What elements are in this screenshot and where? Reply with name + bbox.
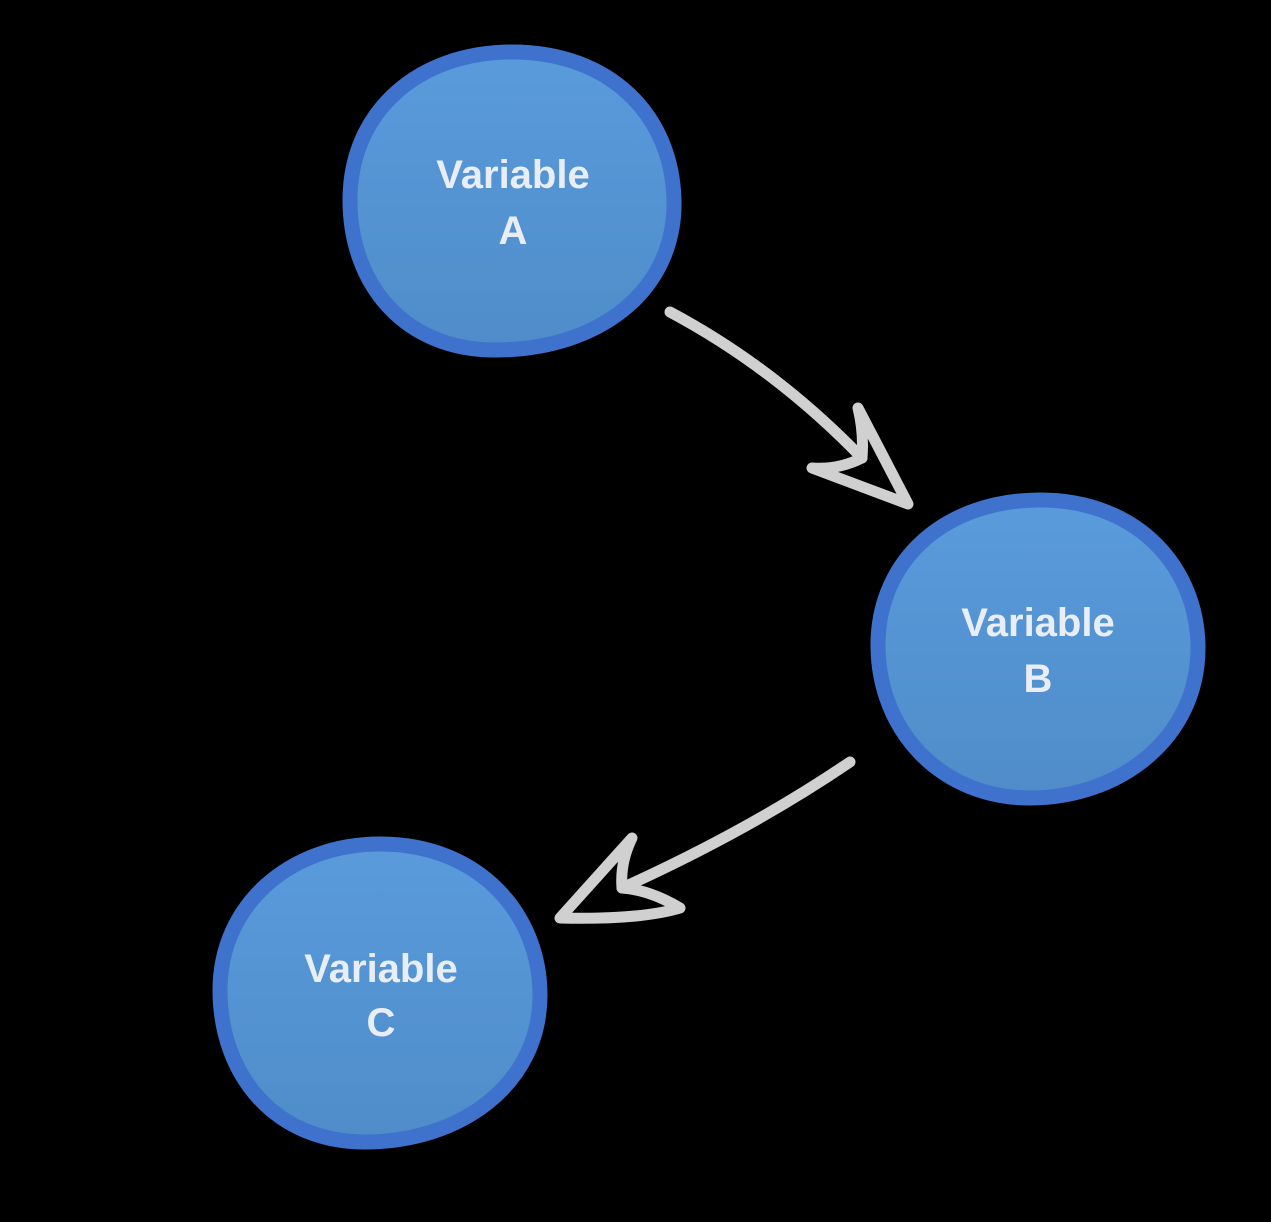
arrow-a-to-b-shaft — [664, 306, 868, 464]
arrow-b-to-c-head — [554, 832, 686, 924]
node-c-circle — [212, 836, 548, 1150]
arrow-b-to-c-shaft — [616, 756, 856, 894]
node-c-label-line1: Variable — [304, 947, 457, 991]
arrow-a-to-b — [664, 306, 914, 510]
node-c-label-line2: C — [367, 1001, 396, 1045]
node-variable-b: Variable B — [870, 492, 1206, 806]
node-variable-c: Variable C — [212, 836, 548, 1150]
node-variable-a: Variable A — [342, 44, 682, 358]
node-a-label-line1: Variable — [436, 153, 589, 197]
node-a-label-line2: A — [499, 209, 528, 253]
node-b-circle — [870, 492, 1206, 806]
node-b-label-line2: B — [1024, 657, 1053, 701]
node-b-label-line1: Variable — [961, 601, 1114, 645]
node-a-circle — [342, 44, 682, 358]
arrow-a-to-b-head — [806, 402, 914, 510]
arrow-b-to-c — [554, 756, 856, 924]
